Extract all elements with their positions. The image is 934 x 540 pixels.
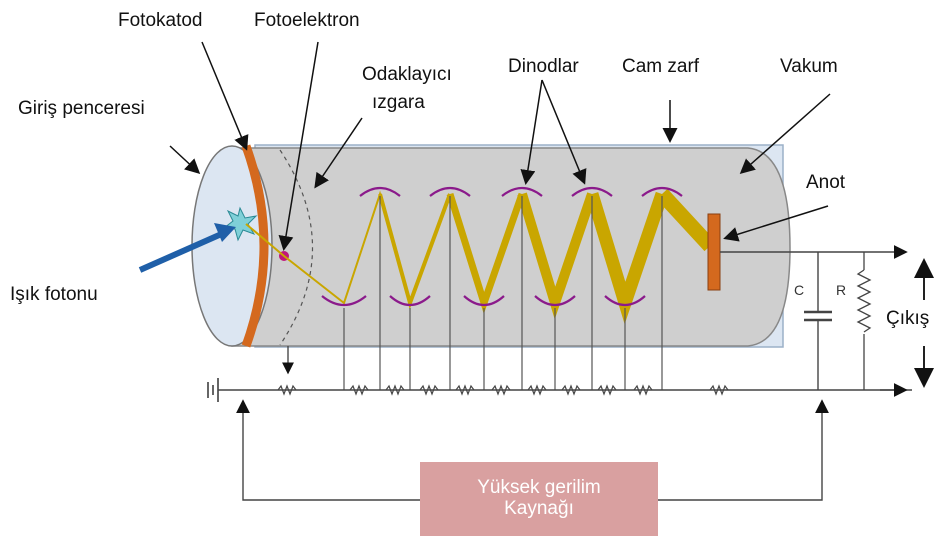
load-resistor-icon [856,252,872,390]
label-resistor: R [836,282,847,298]
dynode [571,186,613,197]
dynode [501,186,543,197]
resistor-icon [455,384,475,396]
capacitor-icon [804,252,832,390]
electron-cascade-5 [656,188,716,252]
label-dinodlar: Dinodlar [508,56,579,77]
label-odaklayici-line2: ızgara [372,92,425,113]
dynode-leads [287,196,663,390]
tube-body [231,147,791,347]
photon-arrow-head [214,223,236,242]
electron-cascade-3 [517,192,597,320]
dynodes-top [359,186,683,197]
resistor-icon [527,384,547,396]
label-cikis: Çıkış [886,308,930,329]
dynode [534,295,576,307]
resistor-icon [385,384,405,396]
dynode [389,295,431,307]
dynode [463,295,505,307]
divider-resistors [277,384,729,396]
resistor-icon [491,384,511,396]
label-vakum: Vakum [780,56,838,77]
focusing-grid [279,149,313,346]
hv-source-line2: Kaynağı [504,498,574,519]
hv-source-line1: Yüksek gerilim [477,477,601,499]
label-giris-penceresi: Giriş penceresi [18,98,145,119]
label-isik-fotonu: Işık fotonu [10,284,98,305]
resistor-icon [349,384,369,396]
electron-cascade-1 [378,193,452,310]
resistor-icon [597,384,617,396]
resistor-icon [561,384,581,396]
dynode [604,295,646,307]
photon-impact-icon [222,206,258,242]
dynode [641,186,683,197]
label-anot: Anot [806,172,846,193]
hv-feed-right [658,399,829,501]
hv-feed-left [236,399,420,501]
label-cam-zarf: Cam zarf [622,56,700,77]
label-fotoelektron: Fotoelektron [254,10,360,31]
photocathode [241,144,269,348]
dynode [321,295,367,307]
label-odaklayici-line1: Odaklayıcı [362,64,452,85]
label-fotokatod: Fotokatod [118,10,203,31]
electron-cascade-4 [585,191,669,325]
resistor-icon [419,384,439,396]
electron-cascade-2 [446,192,526,315]
leader-lines [169,41,831,251]
resistor-icon [633,384,653,396]
photon-arrow [138,229,228,273]
anode [707,213,721,291]
resistor-icon [277,384,297,396]
dynode [429,186,471,197]
dynodes-bottom [321,295,646,307]
ground-icon [207,378,219,402]
high-voltage-source: Yüksek gerilim Kaynağı [420,462,658,536]
resistor-icon [709,384,729,396]
label-capacitor: C [794,282,805,298]
dynode [359,186,401,197]
